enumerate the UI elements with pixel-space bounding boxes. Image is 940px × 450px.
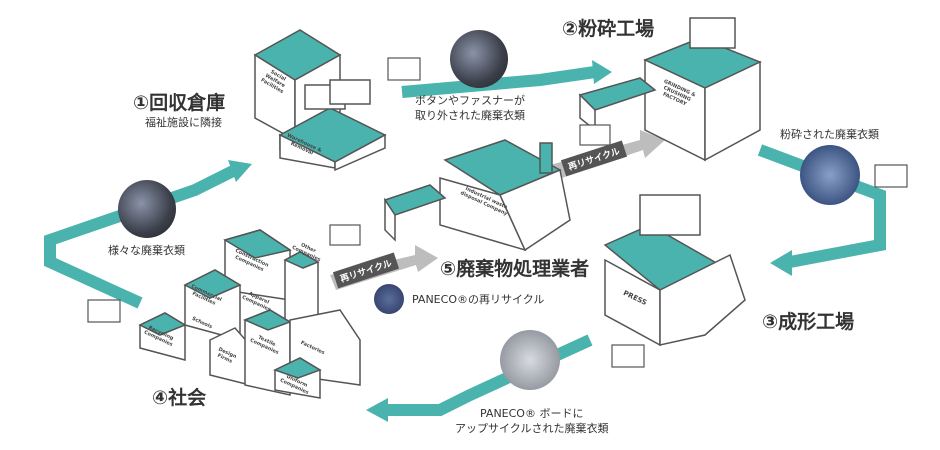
waste-clothing-photo xyxy=(450,30,508,88)
arrowhead xyxy=(228,160,252,182)
trucks xyxy=(87,57,908,368)
caption-line: アップサイクルされた廃棄衣類 xyxy=(455,422,609,435)
caption-line: ボタンやファスナーが xyxy=(415,94,525,107)
various-caption: 様々な廃棄衣類 xyxy=(108,244,185,257)
step-3-title: ③成形工場 xyxy=(762,311,855,333)
arrowhead xyxy=(366,398,388,422)
arrow-press-to-society xyxy=(385,334,593,416)
caption-line: 取り外された廃棄衣類 xyxy=(415,109,525,122)
arrowhead xyxy=(592,60,612,84)
paneco-board-photo xyxy=(500,330,560,390)
paneco-recycle-caption: PANECO®の再リサイクル xyxy=(412,293,545,306)
crushed-clothing-photo xyxy=(800,145,860,205)
paneco-recycle-photo xyxy=(374,284,404,314)
buildings xyxy=(138,17,762,399)
arrow-society-to-warehouse xyxy=(44,164,238,309)
arrow-heads xyxy=(228,60,792,422)
step-1-title: ①回収倉庫 xyxy=(133,92,226,114)
step-4-title: ④社会 xyxy=(152,387,207,409)
step-1-subtitle: 福祉施設に隣接 xyxy=(145,116,222,129)
arrow-warehouse-to-grinding xyxy=(401,66,596,98)
step-2-title: ②粉砕工場 xyxy=(562,18,655,40)
crushed-caption: 粉砕された廃棄衣類 xyxy=(780,128,879,141)
various-clothing-photo xyxy=(118,180,176,238)
buttons-removed-caption: ボタンやファスナーが 取り外された廃棄衣類 xyxy=(415,93,525,123)
step-5-title: ⑤廃棄物処理業者 xyxy=(440,258,590,280)
arrowhead xyxy=(770,250,792,276)
caption-line: PANECO® ボードに xyxy=(479,407,584,420)
board-caption: PANECO® ボードに アップサイクルされた廃棄衣類 xyxy=(455,406,608,436)
